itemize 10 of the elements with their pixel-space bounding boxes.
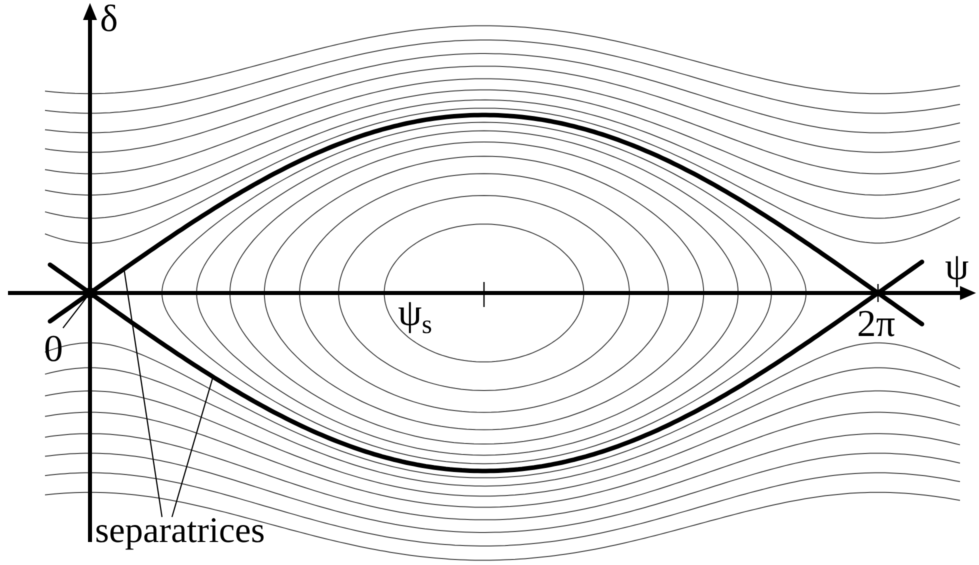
axis-label: δ [100, 0, 118, 38]
separatrix-curve [48, 260, 924, 474]
axis-label: separatrices [95, 512, 265, 548]
axis-label: ψ$_{s}$ [398, 294, 432, 338]
leader-line [62, 297, 88, 328]
leader-line [123, 268, 163, 518]
leader-line [171, 376, 214, 518]
origin-point [84, 288, 96, 298]
axis-label: ψ [945, 248, 969, 286]
axis-label: 2π [857, 305, 896, 343]
